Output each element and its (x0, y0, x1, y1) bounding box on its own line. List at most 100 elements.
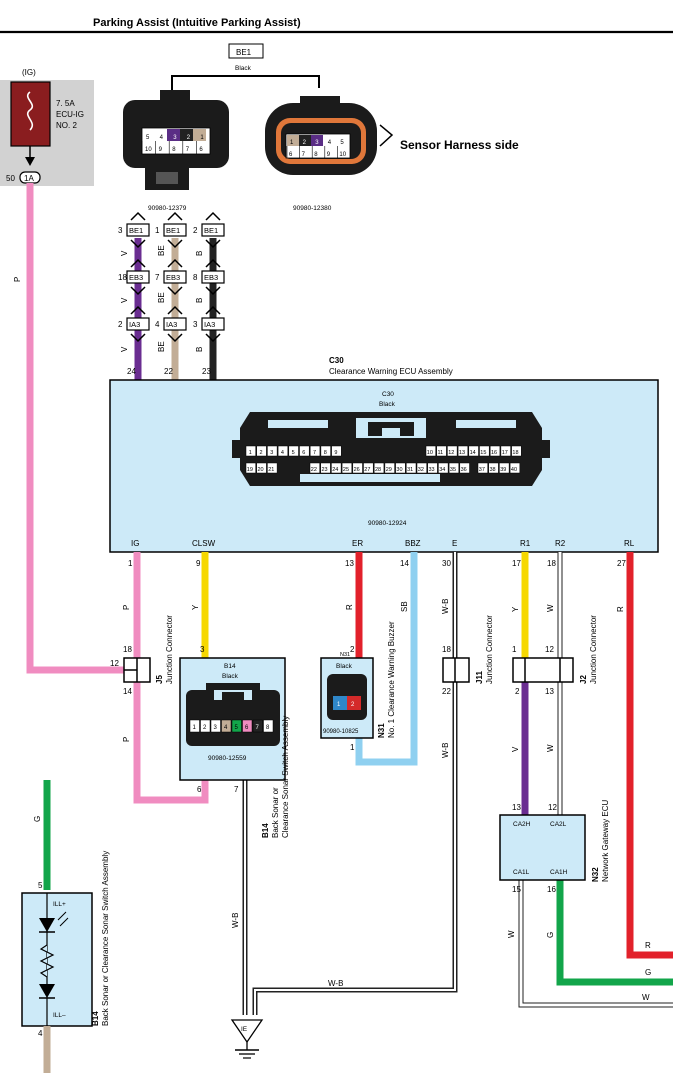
ecu-pin-number: 24 (332, 467, 338, 473)
ecu-pin-number: 38 (490, 467, 496, 473)
ecu-pin-cell (320, 445, 331, 457)
ecu-top-pin: 23 (202, 367, 211, 376)
ecu-pin-number: 16 (491, 450, 497, 456)
ecu-terminal-r1: R1 (520, 539, 531, 548)
b14-label: B14 (224, 663, 236, 670)
wire-label-b14-ground: W-B (231, 913, 240, 928)
j2-name: Junction Connector (589, 615, 598, 684)
n32-ca2h: CA2H (513, 821, 531, 828)
fuse-connector-label: 1A (24, 174, 34, 183)
n32-pin-out1: 15 (512, 885, 521, 894)
inline-wire-color: BE (157, 341, 166, 352)
inline-wire-color: V (120, 346, 129, 352)
b14-ill-minus: ILL– (53, 1012, 66, 1019)
ecu-pin-number: 2 (260, 450, 263, 456)
ecu-pin-number: 40 (511, 467, 517, 473)
j5-name: Junction Connector (165, 615, 174, 684)
fuse-name-1: ECU-IG (56, 110, 84, 119)
wire-label-j5-out: P (122, 737, 131, 742)
ecu-terminal-rl: RL (624, 539, 635, 548)
ecu-pin-cell (320, 462, 331, 474)
inline-connector-box (126, 317, 150, 331)
ecu-pin-number: 3 (270, 450, 273, 456)
wire-fuse-to-j5: P (13, 183, 124, 674)
n31-pin-a: 1 (337, 702, 341, 708)
b14-pin-cell (200, 719, 211, 733)
ecu-pin-cell (309, 445, 321, 457)
inline-connector-label: IA3 (166, 320, 177, 329)
wire-b14-ground: W-B (231, 780, 248, 1015)
wire-j5-to-b14 (133, 682, 209, 804)
inline-wire-color: V (120, 250, 129, 256)
svg-text:18: 18 (547, 559, 556, 568)
wire-label-ground-bus: W-B (328, 979, 343, 988)
n32-name: Network Gateway ECU (601, 800, 610, 882)
n32-pin-in2: 12 (548, 803, 557, 812)
inline-connector-label: EB3 (129, 273, 143, 282)
wire-label-n32-w: W (507, 930, 516, 938)
ecu-pin-cell (500, 445, 511, 457)
ecu-pin-number: 28 (375, 467, 381, 473)
harness-note: Sensor Harness side (400, 138, 519, 152)
j11-pin-top: 18 (442, 645, 451, 654)
inline-wire-bor: BE11EB37IA34BEBEBE22BOR (155, 211, 187, 395)
wire-label-n32-g: G (546, 932, 555, 938)
ecu-pin-number: 31 (407, 467, 413, 473)
ecu-pin-cell (277, 445, 289, 457)
inline-wire-group: BE13EB318IA32VVV24SORBE11EB37IA34BEBEBE2… (118, 211, 225, 395)
n32-gateway-ecu: 13 12 CA2H CA2L CA1L CA1H 15 16 N32 Netw… (499, 800, 610, 894)
ecu-connector-label: C30 (382, 391, 394, 398)
fuse-pin: 50 (6, 174, 15, 183)
wire-label-bus-w: W (642, 993, 650, 1002)
ecu-pin-number: 34 (439, 467, 445, 473)
inline-wire-color: V (120, 297, 129, 303)
ecu-pin-number: 5 (292, 450, 295, 456)
ecu-pin-cell (406, 462, 417, 474)
ecu-pin-number: 39 (500, 467, 506, 473)
ecu-pin-cell (477, 462, 488, 474)
ecu-pin-cell (489, 445, 501, 457)
ecu-pin-number: 17 (502, 450, 508, 456)
j2-id: J2 (579, 675, 588, 684)
inline-connector-pin: 3 (118, 226, 123, 235)
ecu-pin-number: 21 (268, 467, 274, 473)
be1-left-part: 90980-12379 (148, 205, 187, 212)
j5-pin-left: 12 (110, 659, 119, 668)
fuse-name-2: NO. 2 (56, 121, 77, 130)
n31-pin-b: 2 (351, 702, 355, 708)
svg-text:17: 17 (512, 559, 521, 568)
ecu-pin-cell (267, 462, 278, 474)
ecu-top-pin: 24 (127, 367, 136, 376)
svg-text:13: 13 (345, 559, 354, 568)
inline-connector-box (163, 270, 187, 284)
j5-id: J5 (155, 675, 164, 684)
b14-pin-number: 5 (235, 725, 239, 731)
j2-pin-tr: 12 (545, 645, 554, 654)
be1-color: Black (235, 65, 252, 72)
ecu-pin-cell (488, 462, 499, 474)
diode-icon (39, 984, 55, 998)
inline-wire-color: B (195, 347, 204, 352)
ecu-pin-number: 36 (461, 467, 467, 473)
inline-connector-label: BE1 (204, 226, 218, 235)
led-icon (39, 918, 55, 932)
wire-label-rl: R (616, 606, 625, 612)
wire-label-clsw: Y (191, 604, 200, 610)
be1-right-pin: 9 (327, 152, 331, 158)
ecu-top-pin: 22 (164, 367, 173, 376)
ecu-pin-number: 30 (396, 467, 402, 473)
be1-right-pin: 8 (314, 152, 318, 158)
wire-label-er: R (345, 604, 354, 610)
ecu-terminal-bbz: BBZ (405, 539, 421, 548)
j11-name: Junction Connector (485, 615, 494, 684)
inline-wire-e1: BE12EB38IA33BBB23E1 (193, 211, 225, 395)
be1-right-pin: 4 (328, 140, 332, 146)
inline-connector-label: IA3 (204, 320, 215, 329)
ecu-pin-number: 26 (354, 467, 360, 473)
inline-connector-pin: 2 (193, 226, 198, 235)
ecu-pin-cell (438, 462, 449, 474)
ground-ie: IE (230, 1019, 264, 1059)
wire-label-bbz: SB (400, 601, 409, 612)
